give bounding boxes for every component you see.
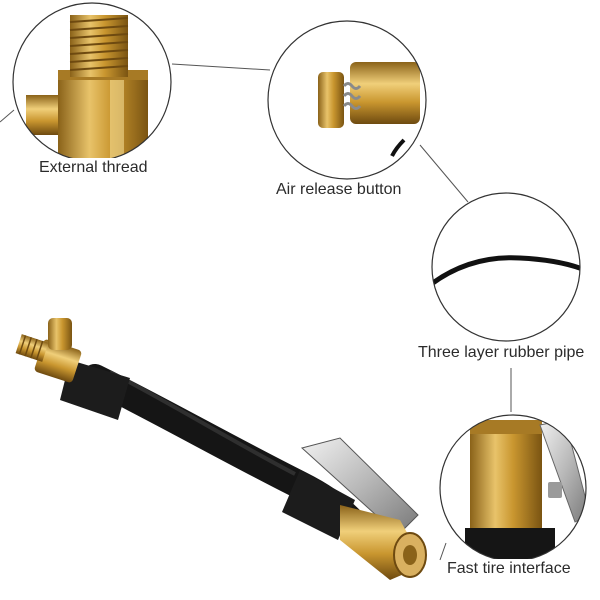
detail-circle-air-release: [267, 20, 427, 180]
hose-sleeve-right: [282, 470, 355, 540]
label-external-thread: External thread: [37, 158, 150, 178]
chuck-lever: [300, 437, 419, 536]
connector-lines: [0, 63, 512, 561]
detail-circle-rubber-pipe: [431, 192, 581, 342]
label-rubber-pipe: Three layer rubber pipe: [416, 343, 587, 363]
label-air-release-button: Air release button: [274, 180, 404, 200]
connector-line: [171, 63, 271, 71]
detail-circle-external-thread: [12, 2, 172, 162]
brass-fitting-left: [34, 339, 82, 383]
detail-circle-fast-tire: [439, 414, 587, 562]
connector-line: [419, 144, 469, 203]
connector-line: [0, 109, 15, 123]
connector-line: [439, 542, 447, 561]
air-chuck-hose: [15, 318, 427, 580]
label-fast-tire-interface: Fast tire interface: [445, 559, 573, 579]
air-release-knob: [48, 318, 72, 350]
hose-sleeve-left: [60, 360, 130, 420]
